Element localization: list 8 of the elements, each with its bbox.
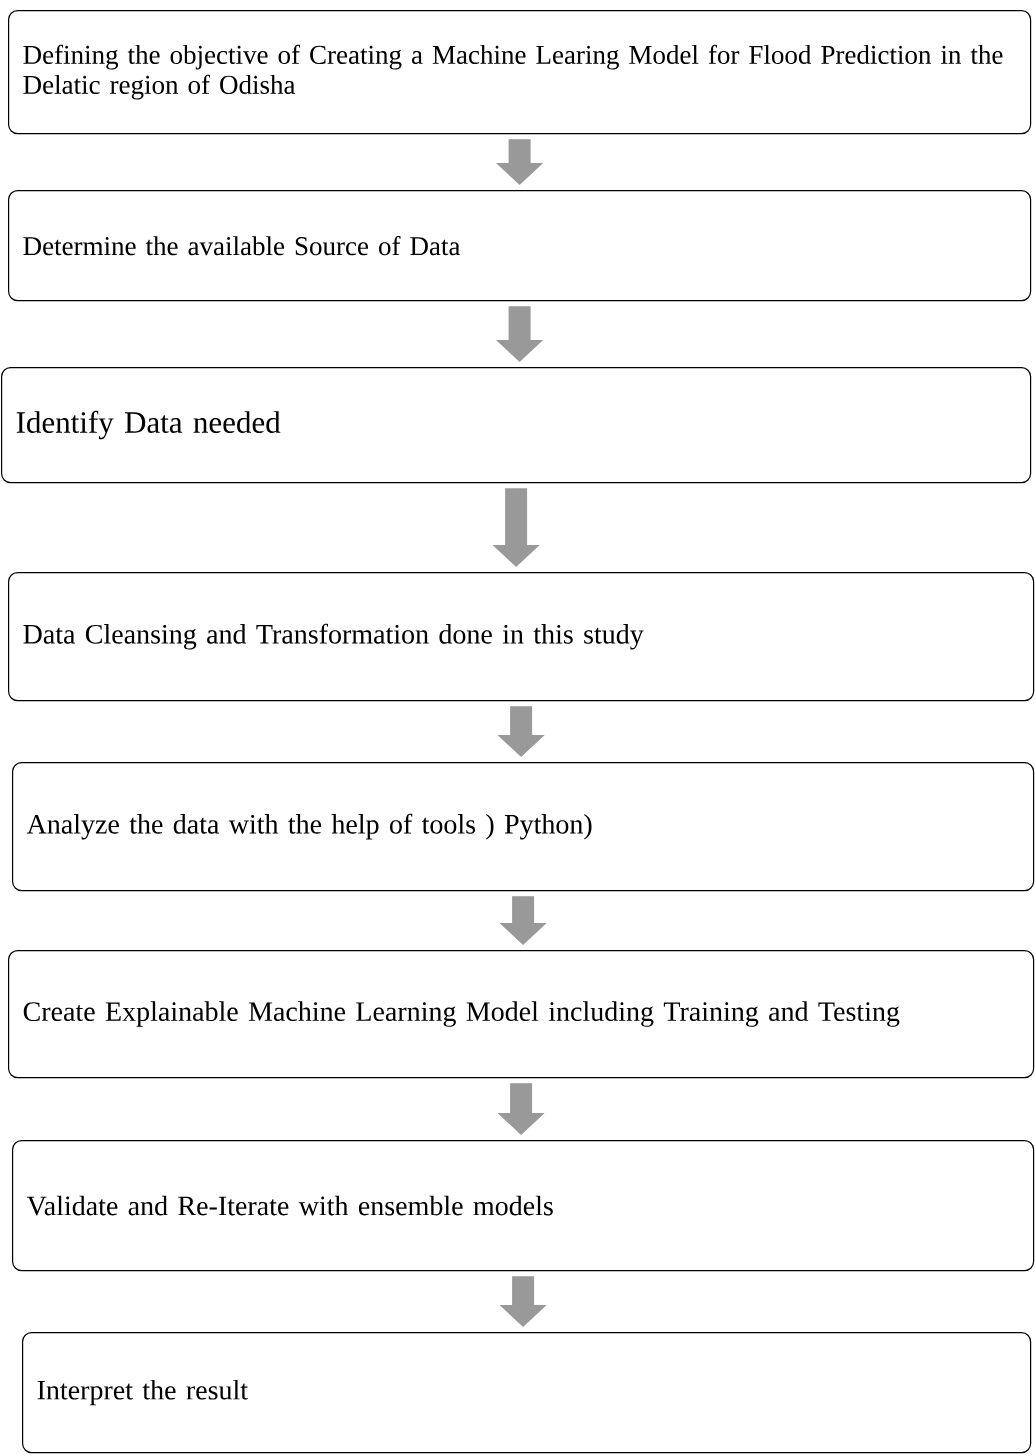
process-box: Determine the available Source of Data: [8, 190, 1032, 302]
process-box: Create Explainable Machine Learning Model including Training and Testing: [8, 950, 1035, 1079]
process-box: Interpret the result: [22, 1332, 1032, 1454]
process-box: Data Cleansing and Transformation done in this study: [8, 572, 1035, 702]
process-box: Identify Data needed: [1, 367, 1032, 484]
process-box: Analyze the data with the help of tools ) Python): [12, 762, 1035, 892]
process-box: Validate and Re-Iterate with ensemble models: [12, 1140, 1035, 1272]
process-box: Defining the objective of Creating a Machine Learing Model for Flood Prediction in the Delatic region of Odisha: [8, 10, 1032, 135]
